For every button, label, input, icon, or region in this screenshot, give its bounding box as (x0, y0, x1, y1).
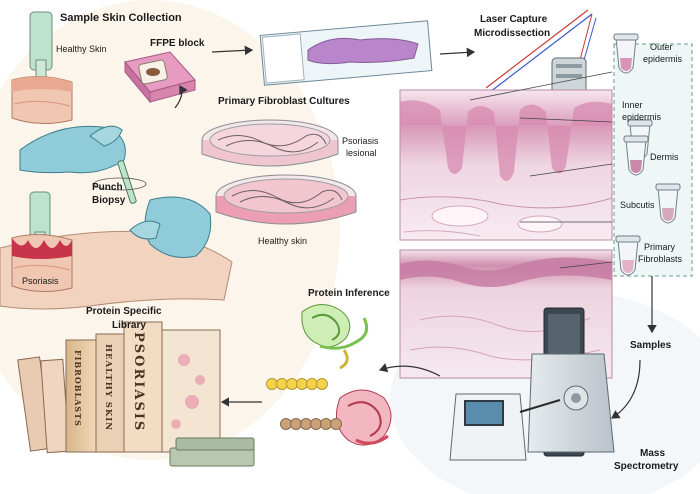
tube-outer-epidermis (613, 33, 639, 74)
peptide-beads-yellow (266, 378, 328, 390)
tissue-slide (259, 20, 433, 86)
label-sample-skin-collection: Sample Skin Collection (60, 12, 182, 24)
label-healthy-skin: Healthy Skin (56, 44, 107, 54)
label-library: Library (112, 320, 146, 331)
label-inner: Inner (622, 100, 643, 110)
label-subcutis: Subcutis (620, 200, 655, 210)
label-primary: Primary (644, 242, 675, 252)
petri-dish-psoriasis (201, 119, 339, 167)
label-healthy-skin-dish: Healthy skin (258, 236, 308, 246)
label-psoriasis-skin: Psoriasis (22, 276, 59, 286)
label-inner-epidermis: epidermis (622, 112, 662, 122)
protein-red (335, 389, 392, 446)
mass-spectrometer (449, 307, 615, 461)
book-spine-healthy-skin: HEALTHY SKIN (103, 344, 113, 432)
library-books (17, 321, 255, 467)
label-samples: Samples (630, 340, 672, 351)
label-mass: Mass (640, 448, 666, 459)
healthy-skin-block (11, 11, 73, 124)
label-psoriasis-lesional-1: Psoriasis (342, 136, 379, 146)
label-laser-capture: Laser Capture (480, 14, 548, 25)
tube-subcutis (655, 183, 681, 224)
book-spine-psoriasis: PSORIASIS (131, 332, 146, 433)
peptide-beads-tan (280, 418, 342, 430)
label-microdissection: Microdissection (474, 28, 551, 39)
tube-dermis (623, 135, 649, 176)
label-fibroblasts: Fibroblasts (638, 254, 683, 264)
book-spine-fibroblasts: FIBROBLASTS (73, 350, 83, 427)
protein-green (301, 304, 369, 370)
label-primary-fibroblast-cultures: Primary Fibroblast Cultures (218, 96, 350, 107)
label-outer: Outer (650, 42, 673, 52)
tube-primary-fibroblasts (615, 235, 641, 276)
histology-top (399, 89, 613, 241)
label-biopsy: Biopsy (92, 195, 126, 206)
label-dermis: Dermis (650, 152, 679, 162)
label-protein-inference: Protein Inference (308, 288, 390, 299)
label-outer-epidermis: epidermis (643, 54, 683, 64)
label-ffpe-block: FFPE block (150, 38, 205, 49)
label-punch: Punch (92, 182, 123, 193)
label-protein-specific: Protein Specific (86, 306, 162, 317)
petri-dish-healthy (215, 174, 357, 225)
leader-lines (469, 71, 613, 269)
label-spectrometry: Spectrometry (614, 461, 679, 472)
psoriasis-skin-block (11, 191, 73, 292)
laser-beams (485, 9, 597, 93)
label-psoriasis-lesional-2: lesional (346, 148, 377, 158)
